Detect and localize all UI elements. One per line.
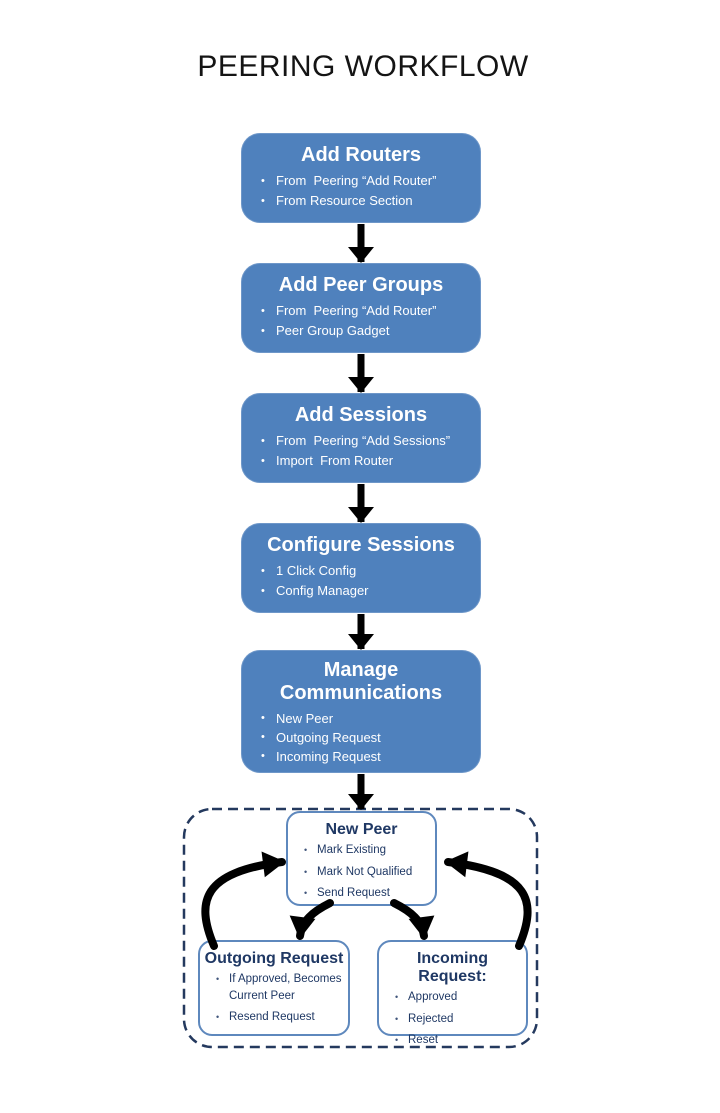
bullet-text: Incoming Request: [276, 749, 381, 764]
flow-box-add-sessions: Add Sessions • From Peering “Add Sessions…: [241, 393, 481, 483]
bullet-icon: •: [304, 888, 308, 898]
flow-box-manage-communications: Manage Communications • New Peer • Outgoin…: [241, 650, 481, 773]
bullet-item: • Reset: [395, 1032, 520, 1049]
bullet-icon: •: [261, 325, 265, 337]
bullet-icon: •: [261, 435, 265, 447]
arrow-outgoing-to-new-peer: [201, 851, 286, 950]
bullet-item: • If Approved, Becomes Current Peer: [216, 971, 342, 1004]
bullet-text: Config Manager: [276, 583, 369, 598]
bullet-item: • Resend Request: [216, 1009, 342, 1026]
bullet-item: • Approved: [395, 989, 520, 1006]
bullet-text: Outgoing Request: [276, 730, 381, 745]
bullet-text: Peer Group Gadget: [276, 323, 390, 338]
bullet-icon: •: [261, 195, 265, 207]
bullet-item: • Import From Router: [261, 451, 473, 471]
bullet-text: Resend Request: [229, 1011, 315, 1023]
flow-box-bullets: • New Peer • Outgoing Request • Incoming Re…: [241, 709, 481, 766]
bullet-text: 1 Click Config: [276, 563, 357, 578]
bullet-text: Mark Existing: [317, 844, 387, 856]
arrow-incoming-to-new-peer: [444, 851, 532, 950]
flow-box-title: Configure Sessions: [267, 534, 455, 556]
page-title: PEERING WORKFLOW: [197, 50, 529, 83]
arrow-new-peer-to-incoming: [390, 899, 435, 940]
flow-box-add-routers: Add Routers • From Peering “Add Router” •…: [241, 133, 481, 223]
bullet-text: From Peering “Add Sessions”: [276, 433, 451, 448]
bullet-icon: •: [216, 1012, 220, 1022]
bullet-text: Import From Router: [276, 453, 394, 468]
bullet-icon: •: [261, 455, 265, 467]
flow-box-bullets: • 1 Click Config • Config Manager: [241, 561, 481, 601]
new-peer-bullets: • Mark Existing • Mark Not Qualified • Send…: [288, 842, 435, 902]
bullet-item: • Mark Not Qualified: [304, 864, 429, 881]
flow-box-bullets: • From Peering “Add Sessions” • Import Fro…: [241, 431, 481, 471]
bullet-text: New Peer: [276, 711, 334, 726]
bullet-text: From Peering “Add Router”: [276, 173, 437, 188]
bullet-icon: •: [395, 992, 399, 1002]
incoming-request-box: Incoming Request: • Approved • Rejected • R…: [377, 940, 528, 1046]
flow-box-bullets: • From Peering “Add Router” • Peer Group G…: [241, 301, 481, 341]
bullet-item: • Peer Group Gadget: [261, 321, 473, 341]
outgoing-request-box: Outgoing Request • If Approved, Becomes C…: [198, 940, 350, 1036]
bullet-item: • 1 Click Config: [261, 561, 473, 581]
bullet-icon: •: [395, 1035, 399, 1045]
bullet-text: Rejected: [408, 1012, 454, 1025]
bullet-item: • Outgoing Request: [261, 728, 473, 747]
incoming-request-title: Incoming Request:: [416, 950, 489, 985]
bullet-icon: •: [261, 305, 265, 317]
bullet-icon: •: [304, 866, 308, 877]
bullet-text: Approved: [408, 991, 458, 1003]
flow-box-configure-sessions: Configure Sessions • 1 Click Config • Conf…: [241, 523, 481, 613]
bullet-text: Mark Not Qualified: [317, 865, 413, 878]
bullet-item: • New Peer: [261, 709, 473, 728]
bullet-item: • Config Manager: [261, 581, 473, 601]
bullet-text: From Resource Section: [276, 193, 413, 208]
flow-box-title: Add Peer Groups: [278, 274, 444, 296]
bullet-text: Send Request: [317, 887, 390, 899]
bullet-item: • Mark Existing: [304, 842, 429, 859]
bullet-text: If Approved, Becomes Current Peer: [229, 973, 345, 1002]
flow-box-add-peer-groups: Add Peer Groups • From Peering “Add Route…: [241, 263, 481, 353]
bullet-item: • From Peering “Add Sessions”: [261, 431, 473, 451]
bullet-item: • Incoming Request: [261, 747, 473, 766]
bullet-icon: •: [261, 712, 265, 724]
bullet-text: Reset: [408, 1034, 439, 1046]
outgoing-request-title: Outgoing Request: [204, 950, 344, 967]
new-peer-box: New Peer • Mark Existing • Mark Not Qualif…: [286, 811, 437, 906]
bullet-item: • From Peering “Add Router”: [261, 171, 473, 191]
bullet-item: • From Resource Section: [261, 191, 473, 211]
bullet-icon: •: [395, 1013, 399, 1024]
bullet-item: • Send Request: [304, 885, 429, 902]
bullet-icon: •: [261, 585, 265, 597]
bullet-icon: •: [261, 750, 265, 762]
flow-box-bullets: • From Peering “Add Router” • From Resourc…: [241, 171, 481, 211]
new-peer-title: New Peer: [325, 821, 398, 838]
bullet-icon: •: [261, 175, 265, 187]
outgoing-request-bullets: • If Approved, Becomes Current Peer • Rese…: [200, 971, 348, 1026]
flow-box-title: Add Routers: [301, 144, 421, 166]
flow-box-title: Manage Communications: [279, 659, 443, 704]
bullet-item: • Rejected: [395, 1011, 520, 1028]
bullet-icon: •: [261, 731, 265, 743]
bullet-icon: •: [304, 845, 308, 855]
flow-box-title: Add Sessions: [294, 404, 428, 426]
bullet-item: • From Peering “Add Router”: [261, 301, 473, 321]
bullet-icon: •: [216, 974, 220, 984]
bullet-text: From Peering “Add Router”: [276, 303, 437, 318]
arrow-new-peer-to-outgoing: [289, 899, 334, 940]
bullet-icon: •: [261, 565, 265, 577]
incoming-request-bullets: • Approved • Rejected • Reset: [379, 989, 526, 1049]
